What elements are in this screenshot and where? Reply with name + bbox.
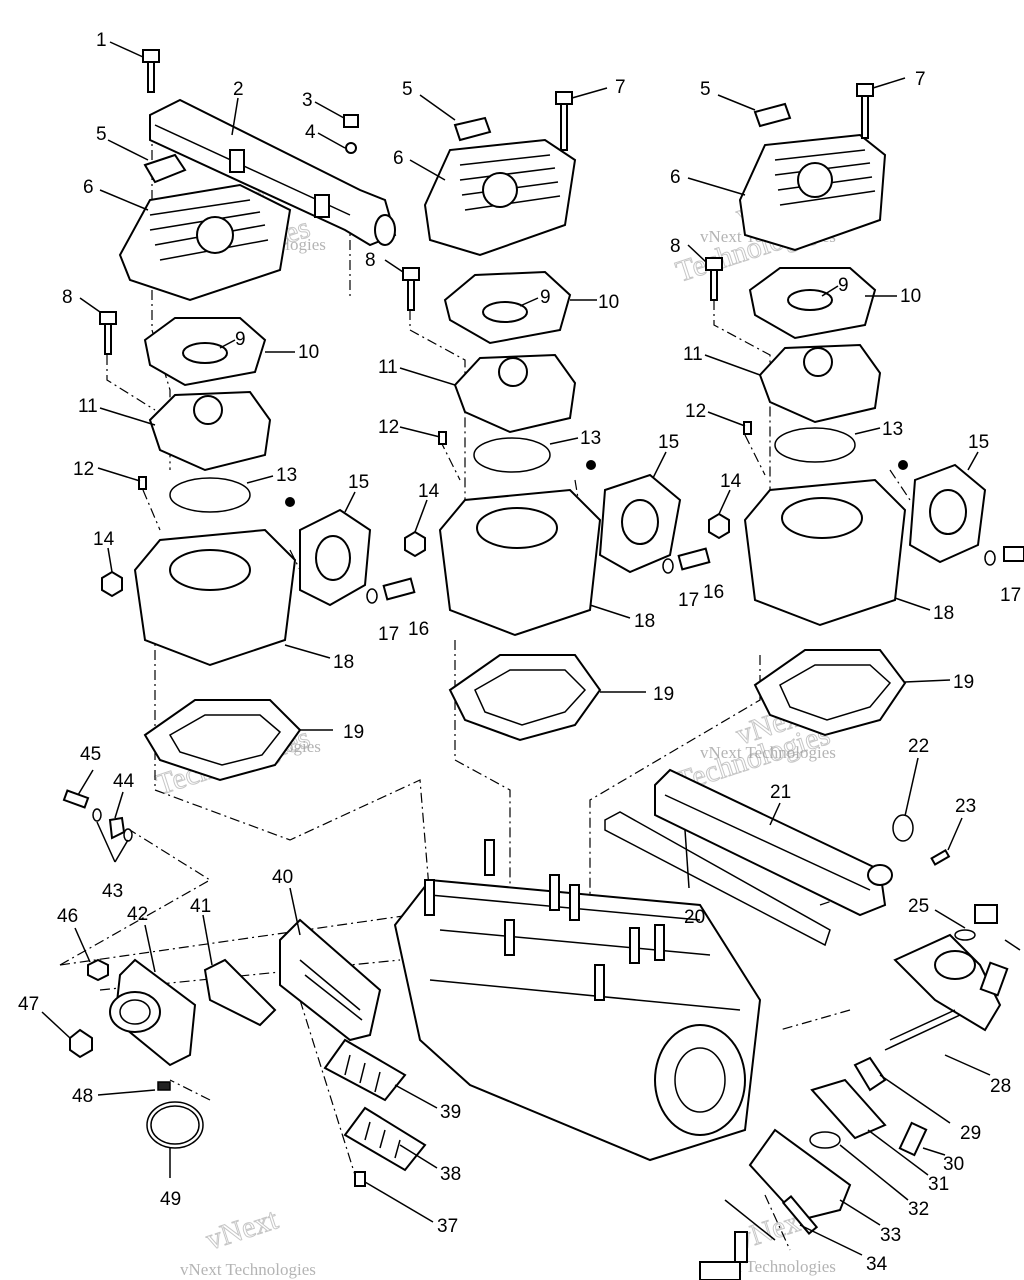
callout-15: 15 — [968, 432, 989, 453]
crankcase — [393, 839, 762, 1162]
cylinder-head-cover-left — [118, 183, 292, 302]
exhaust-manifold — [604, 768, 951, 947]
callout-18: 18 — [333, 652, 354, 673]
watermark-small: vNext Technologies — [700, 743, 836, 762]
pulse-fitting-hardware — [62, 789, 133, 842]
callout-10: 10 — [900, 286, 921, 307]
callout-19: 19 — [653, 684, 674, 705]
cylinder-heads — [148, 343, 882, 472]
callout-11: 11 — [378, 357, 398, 378]
callout-leaders — [41, 41, 1021, 1256]
cylinder-head-cover-center — [423, 138, 577, 257]
callout-5: 5 — [402, 79, 413, 100]
intake-assembly — [69, 918, 382, 1149]
callout-22: 22 — [908, 736, 929, 757]
callout-11: 11 — [78, 396, 98, 417]
callout-19: 19 — [343, 722, 364, 743]
head-gaskets — [143, 267, 877, 387]
callout-31: 31 — [928, 1174, 949, 1195]
callout-6: 6 — [393, 148, 404, 169]
callout-10: 10 — [598, 292, 619, 313]
callout-7: 7 — [615, 77, 626, 98]
callout-28: 28 — [990, 1076, 1011, 1097]
cylinder-head-cover-right — [738, 133, 887, 252]
water-manifold — [149, 98, 397, 247]
callout-39: 39 — [440, 1102, 461, 1123]
callout-23: 23 — [955, 796, 976, 817]
callout-40: 40 — [272, 867, 293, 888]
callout-6: 6 — [83, 177, 94, 198]
callout-18: 18 — [634, 611, 655, 632]
callout-labels: 1 2 3 4 5 6 5 6 7 5 6 7 8 8 8 9 9 9 10 1… — [18, 30, 1021, 1275]
callout-17: 17 — [678, 590, 699, 611]
callout-8: 8 — [365, 250, 376, 271]
plugs-and-washers — [366, 546, 1024, 604]
callout-20: 20 — [684, 907, 705, 928]
callout-5: 5 — [700, 79, 711, 100]
callout-17: 17 — [1000, 585, 1021, 606]
callout-48: 48 — [72, 1086, 93, 1107]
callout-8: 8 — [62, 287, 73, 308]
bolt-group — [99, 49, 874, 355]
callout-45: 45 — [80, 744, 101, 765]
callout-37: 37 — [437, 1216, 458, 1237]
callout-14: 14 — [93, 529, 115, 550]
callout-33: 33 — [880, 1225, 901, 1246]
callout-5: 5 — [96, 124, 107, 145]
callout-46: 46 — [57, 906, 78, 927]
callout-29: 29 — [960, 1123, 981, 1144]
callout-13: 13 — [580, 428, 601, 449]
callout-49: 49 — [160, 1189, 181, 1210]
callout-8: 8 — [670, 236, 681, 257]
reed-valves — [323, 1038, 427, 1187]
callout-42: 42 — [127, 904, 148, 925]
callout-9: 9 — [235, 329, 246, 350]
callout-34: 34 — [866, 1254, 888, 1275]
callout-12: 12 — [378, 417, 399, 438]
callout-43: 43 — [102, 881, 123, 902]
callout-14: 14 — [418, 481, 440, 502]
callout-13: 13 — [276, 465, 297, 486]
callout-12: 12 — [685, 401, 706, 422]
small-gaskets — [143, 102, 792, 184]
reference-dots — [285, 460, 908, 507]
callout-47: 47 — [18, 994, 39, 1015]
cylinders — [133, 478, 907, 667]
callout-13: 13 — [882, 419, 903, 440]
callout-17: 17 — [378, 624, 399, 645]
callout-10: 10 — [298, 342, 319, 363]
callout-9: 9 — [838, 275, 849, 296]
callout-38: 38 — [440, 1164, 461, 1185]
callout-4: 4 — [305, 122, 316, 143]
callout-14: 14 — [720, 471, 742, 492]
base-gaskets — [143, 649, 907, 782]
o-rings — [138, 421, 856, 513]
callout-15: 15 — [658, 432, 679, 453]
callout-30: 30 — [943, 1154, 964, 1175]
callout-2: 2 — [233, 79, 244, 100]
callout-12: 12 — [73, 459, 94, 480]
exhaust-gaskets — [299, 463, 987, 607]
callout-19: 19 — [953, 672, 974, 693]
callout-3: 3 — [302, 90, 313, 111]
callout-11: 11 — [683, 344, 703, 365]
callout-32: 32 — [908, 1199, 929, 1220]
right-side-components — [699, 904, 1009, 1280]
callout-9: 9 — [540, 287, 551, 308]
callout-44: 44 — [113, 771, 135, 792]
callout-6: 6 — [670, 167, 681, 188]
callout-18: 18 — [933, 603, 954, 624]
callout-1: 1 — [96, 30, 107, 51]
callout-41: 41 — [190, 896, 211, 917]
watermark-large: vNext — [202, 1202, 283, 1256]
callout-15: 15 — [348, 472, 369, 493]
callout-21: 21 — [770, 782, 791, 803]
callout-25: 25 — [908, 896, 929, 917]
callout-7: 7 — [915, 69, 926, 90]
nuts — [101, 512, 730, 598]
callout-16: 16 — [408, 619, 429, 640]
callout-16: 16 — [703, 582, 724, 603]
watermark-small: vNext Technologies — [180, 1260, 316, 1279]
